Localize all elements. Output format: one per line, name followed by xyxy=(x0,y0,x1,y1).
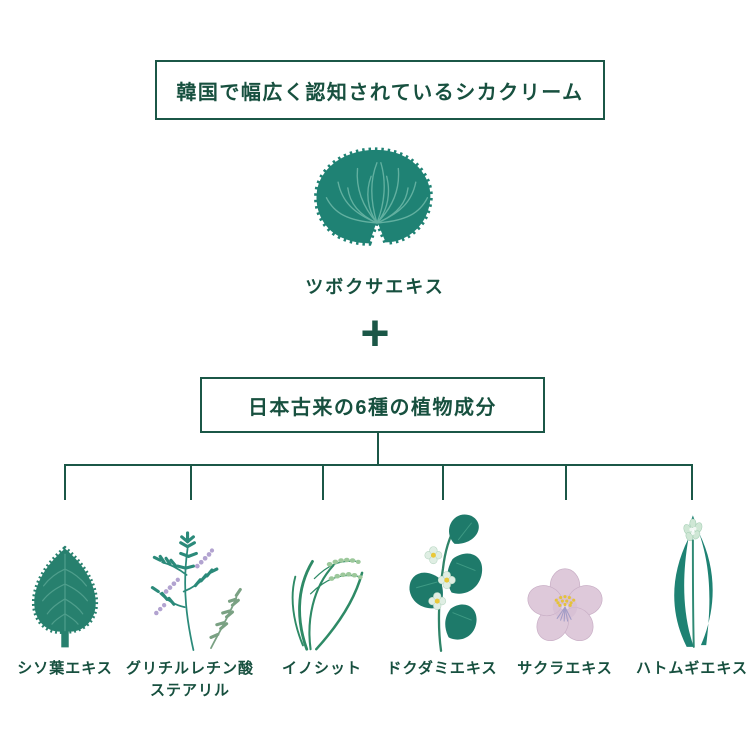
rice-plant-icon xyxy=(272,505,372,653)
tree-horizontal-line xyxy=(64,464,693,466)
licorice-branch-icon xyxy=(138,505,242,653)
tsubokusa-leaf-icon xyxy=(307,143,443,270)
group-box: 日本古来の6種の植物成分 xyxy=(200,377,545,433)
tree-branch-line-1 xyxy=(64,464,66,500)
dokudami-plant-icon xyxy=(399,505,485,653)
ingredient-sakura: サクラエキス xyxy=(500,505,630,680)
tree-branch-line-3 xyxy=(322,464,324,500)
ingredient-dokudami: ドクダミエキス xyxy=(377,505,507,680)
ingredient-hatomugi: ハトムギエキス xyxy=(634,505,750,680)
tree-branch-line-6 xyxy=(691,464,693,500)
ingredient-label: シソ葉エキス xyxy=(17,660,113,677)
ingredient-inositol: イノシット xyxy=(257,505,387,680)
sakura-blossom-icon xyxy=(517,505,613,653)
title-text: 韓国で幅広く認知されているシカクリーム xyxy=(176,81,584,104)
ingredient-label: イノシット xyxy=(281,660,362,677)
tree-stem-line xyxy=(377,433,379,464)
tree-branch-line-2 xyxy=(190,464,192,500)
group-text: 日本古来の6種の植物成分 xyxy=(247,396,498,419)
ingredient-label: ハトムギエキス xyxy=(635,660,748,677)
ingredient-glycyrrhetinate: グリチルレチン酸ステアリル xyxy=(123,505,257,702)
ingredient-label: ドクダミエキス xyxy=(386,660,498,677)
ingredient-shiso: シソ葉エキス xyxy=(4,505,126,680)
tree-branch-line-5 xyxy=(565,464,567,500)
ingredient-label: グリチルレチン酸ステアリル xyxy=(125,660,254,699)
tsubokusa-label: ツボクサエキス xyxy=(305,277,445,297)
ingredient-label: サクラエキス xyxy=(517,660,613,677)
tree-branch-line-4 xyxy=(442,464,444,500)
plus-icon: + xyxy=(360,305,390,361)
title-box: 韓国で幅広く認知されているシカクリーム xyxy=(155,60,605,120)
shiso-leaf-icon xyxy=(23,505,107,653)
hatomugi-plant-icon xyxy=(660,505,724,653)
